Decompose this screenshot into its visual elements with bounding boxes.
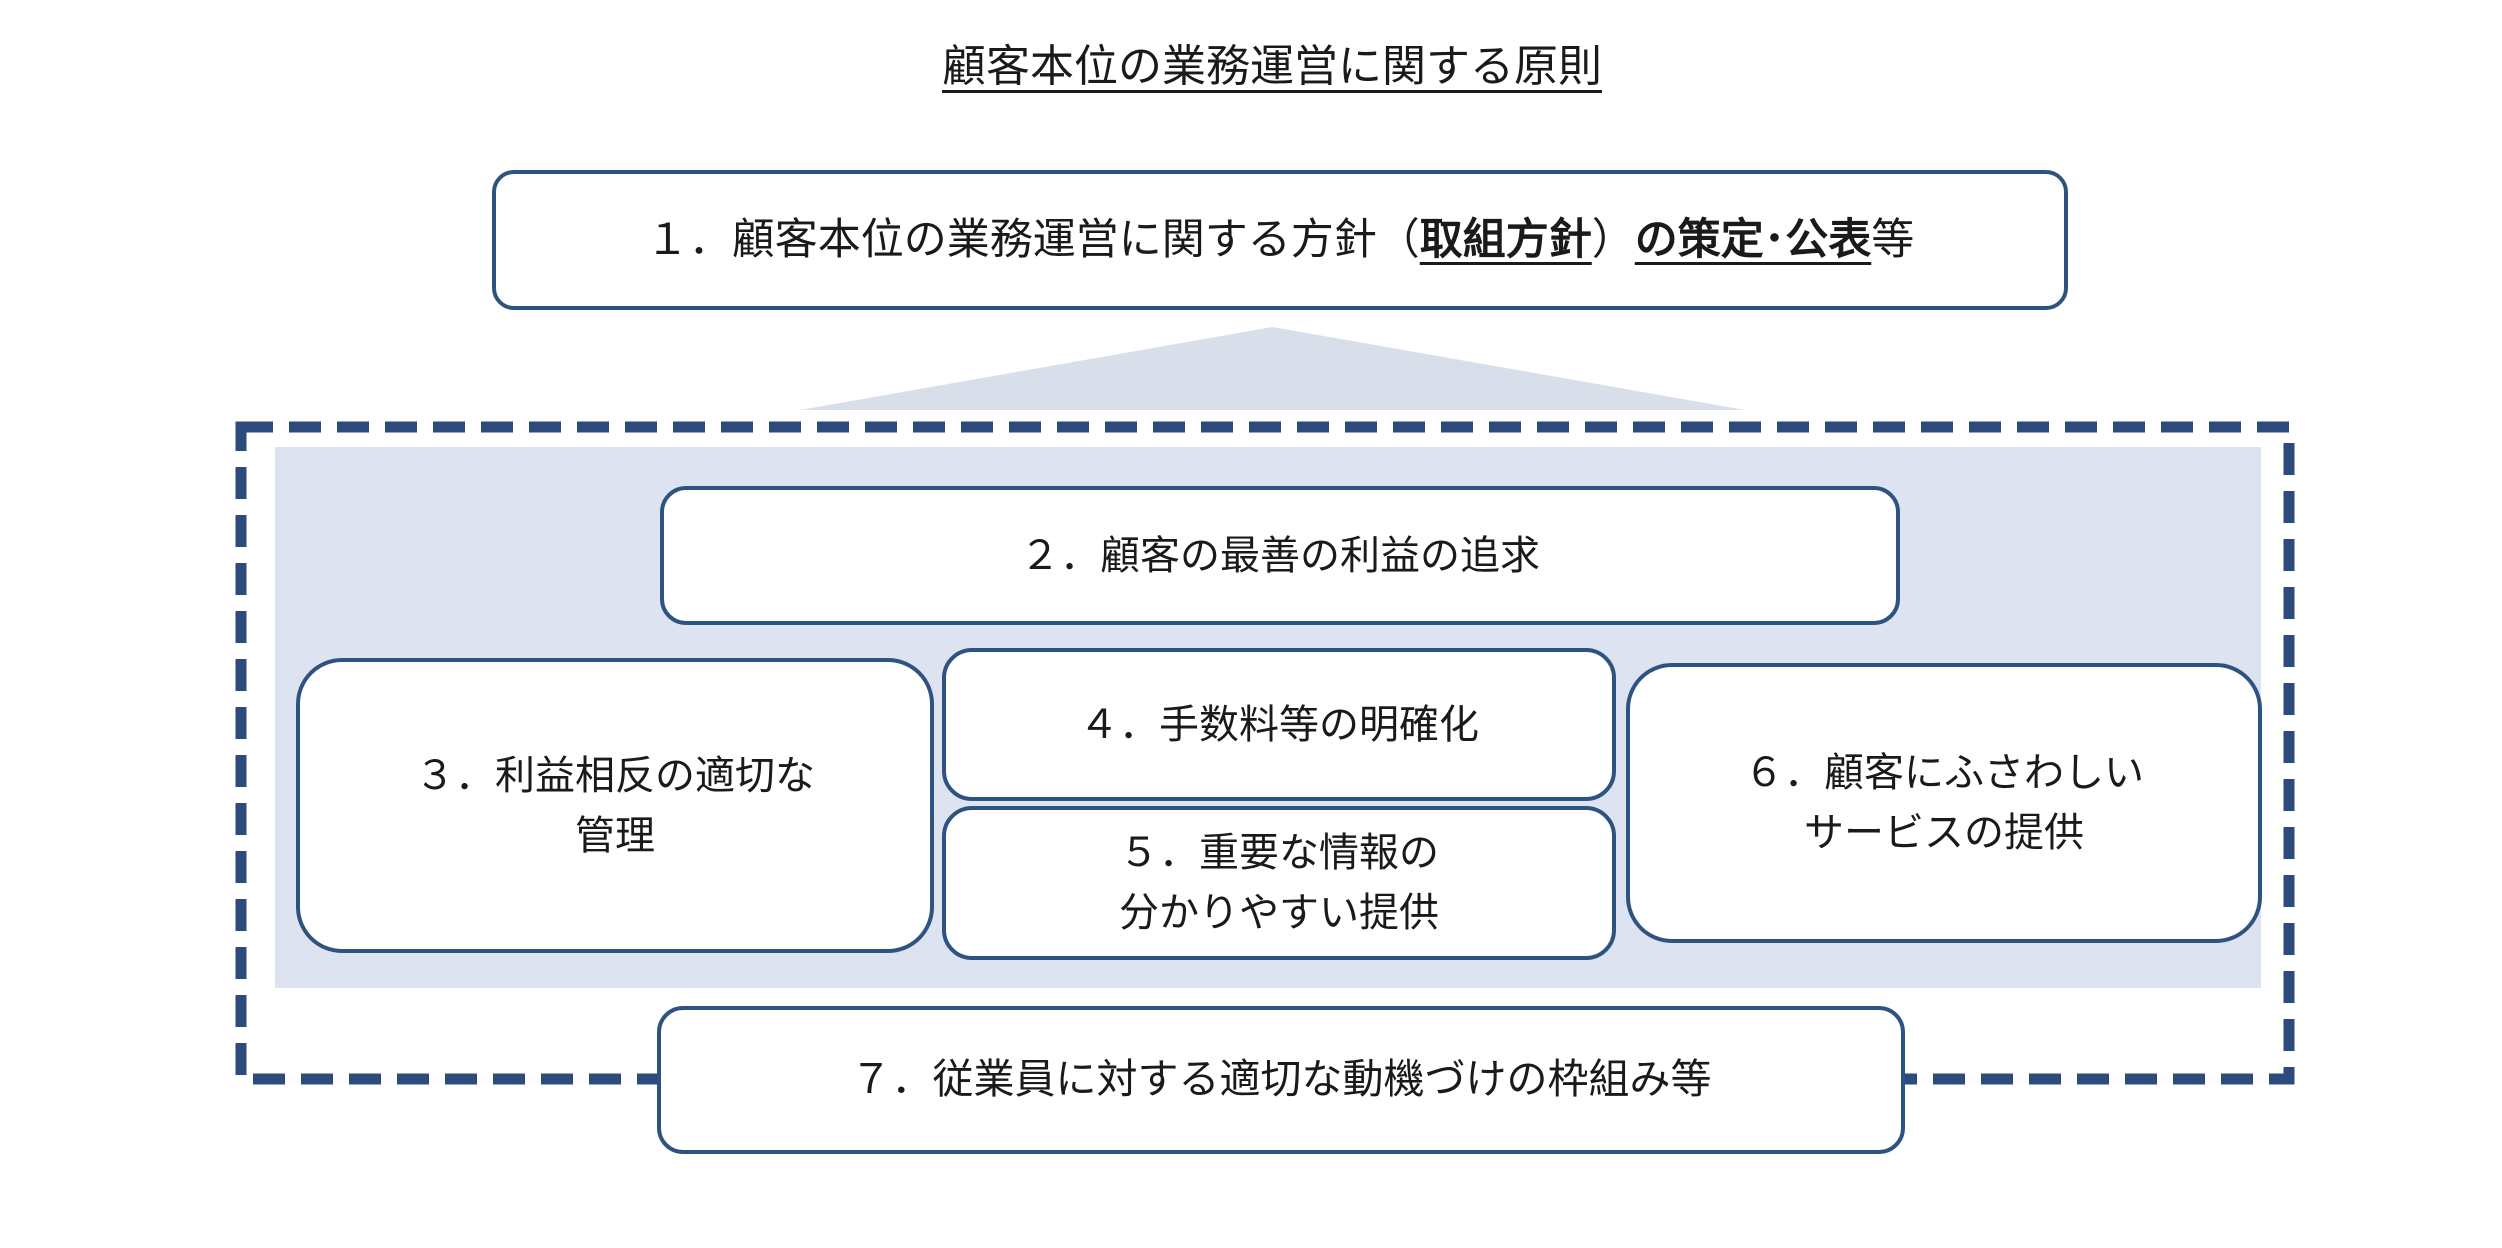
principle-6-line2: サービスの提供 — [1804, 811, 2084, 855]
principle-5-line1: ５．重要な情報の — [1119, 831, 1439, 875]
p1-text-sakutei-kouhyou: の策定･公表 — [1634, 215, 1872, 264]
principle-4-box: ４．手数料等の明確化 — [942, 648, 1616, 801]
principle-3-line1: ３．利益相反の適切な — [415, 753, 815, 798]
principle-2-box: ２．顧客の最善の利益の追求 — [660, 486, 1900, 625]
diagram-title: 顧客本位の業務運営に関する原則 — [942, 42, 1602, 91]
principle-6-box: ６．顧客にふさわしい サービスの提供 — [1626, 663, 2262, 943]
principle-5-line2: 分かりやすい提供 — [1119, 891, 1439, 935]
principle-6-line1: ６．顧客にふさわしい — [1744, 751, 2144, 795]
principle-1-box: １．顧客本位の業務運営に関する方針（取組方針）の策定･公表等 — [492, 170, 2068, 310]
principle-1-label: １．顧客本位の業務運営に関する方針（取組方針）の策定･公表等 — [646, 208, 1915, 273]
p1-text-prefix: １．顧客本位の業務運営に関する方針（ — [645, 215, 1420, 264]
principle-3-label: ３．利益相反の適切な 管理 — [415, 746, 815, 866]
principle-7-label: ７．従業員に対する適切な動機づけの枠組み等 — [850, 1056, 1712, 1103]
principle-3-line2: 管理 — [575, 813, 655, 858]
principle-3-box: ３．利益相反の適切な 管理 — [296, 658, 934, 953]
p1-text-close-paren: ） — [1591, 215, 1635, 264]
principle-7-box: ７．従業員に対する適切な動機づけの枠組み等 — [657, 1006, 1905, 1154]
principle-5-label: ５．重要な情報の 分かりやすい提供 — [1119, 823, 1439, 943]
up-arrow-shape — [800, 327, 1745, 410]
principle-6-label: ６．顧客にふさわしい サービスの提供 — [1744, 743, 2144, 863]
principle-5-box: ５．重要な情報の 分かりやすい提供 — [942, 806, 1616, 960]
principle-4-label: ４．手数料等の明確化 — [1079, 702, 1479, 747]
principle-2-label: ２．顧客の最善の利益の追求 — [1020, 533, 1540, 578]
p1-text-suffix: 等 — [1871, 215, 1915, 264]
p1-text-torikumi-hoshin: 取組方針 — [1419, 215, 1592, 264]
